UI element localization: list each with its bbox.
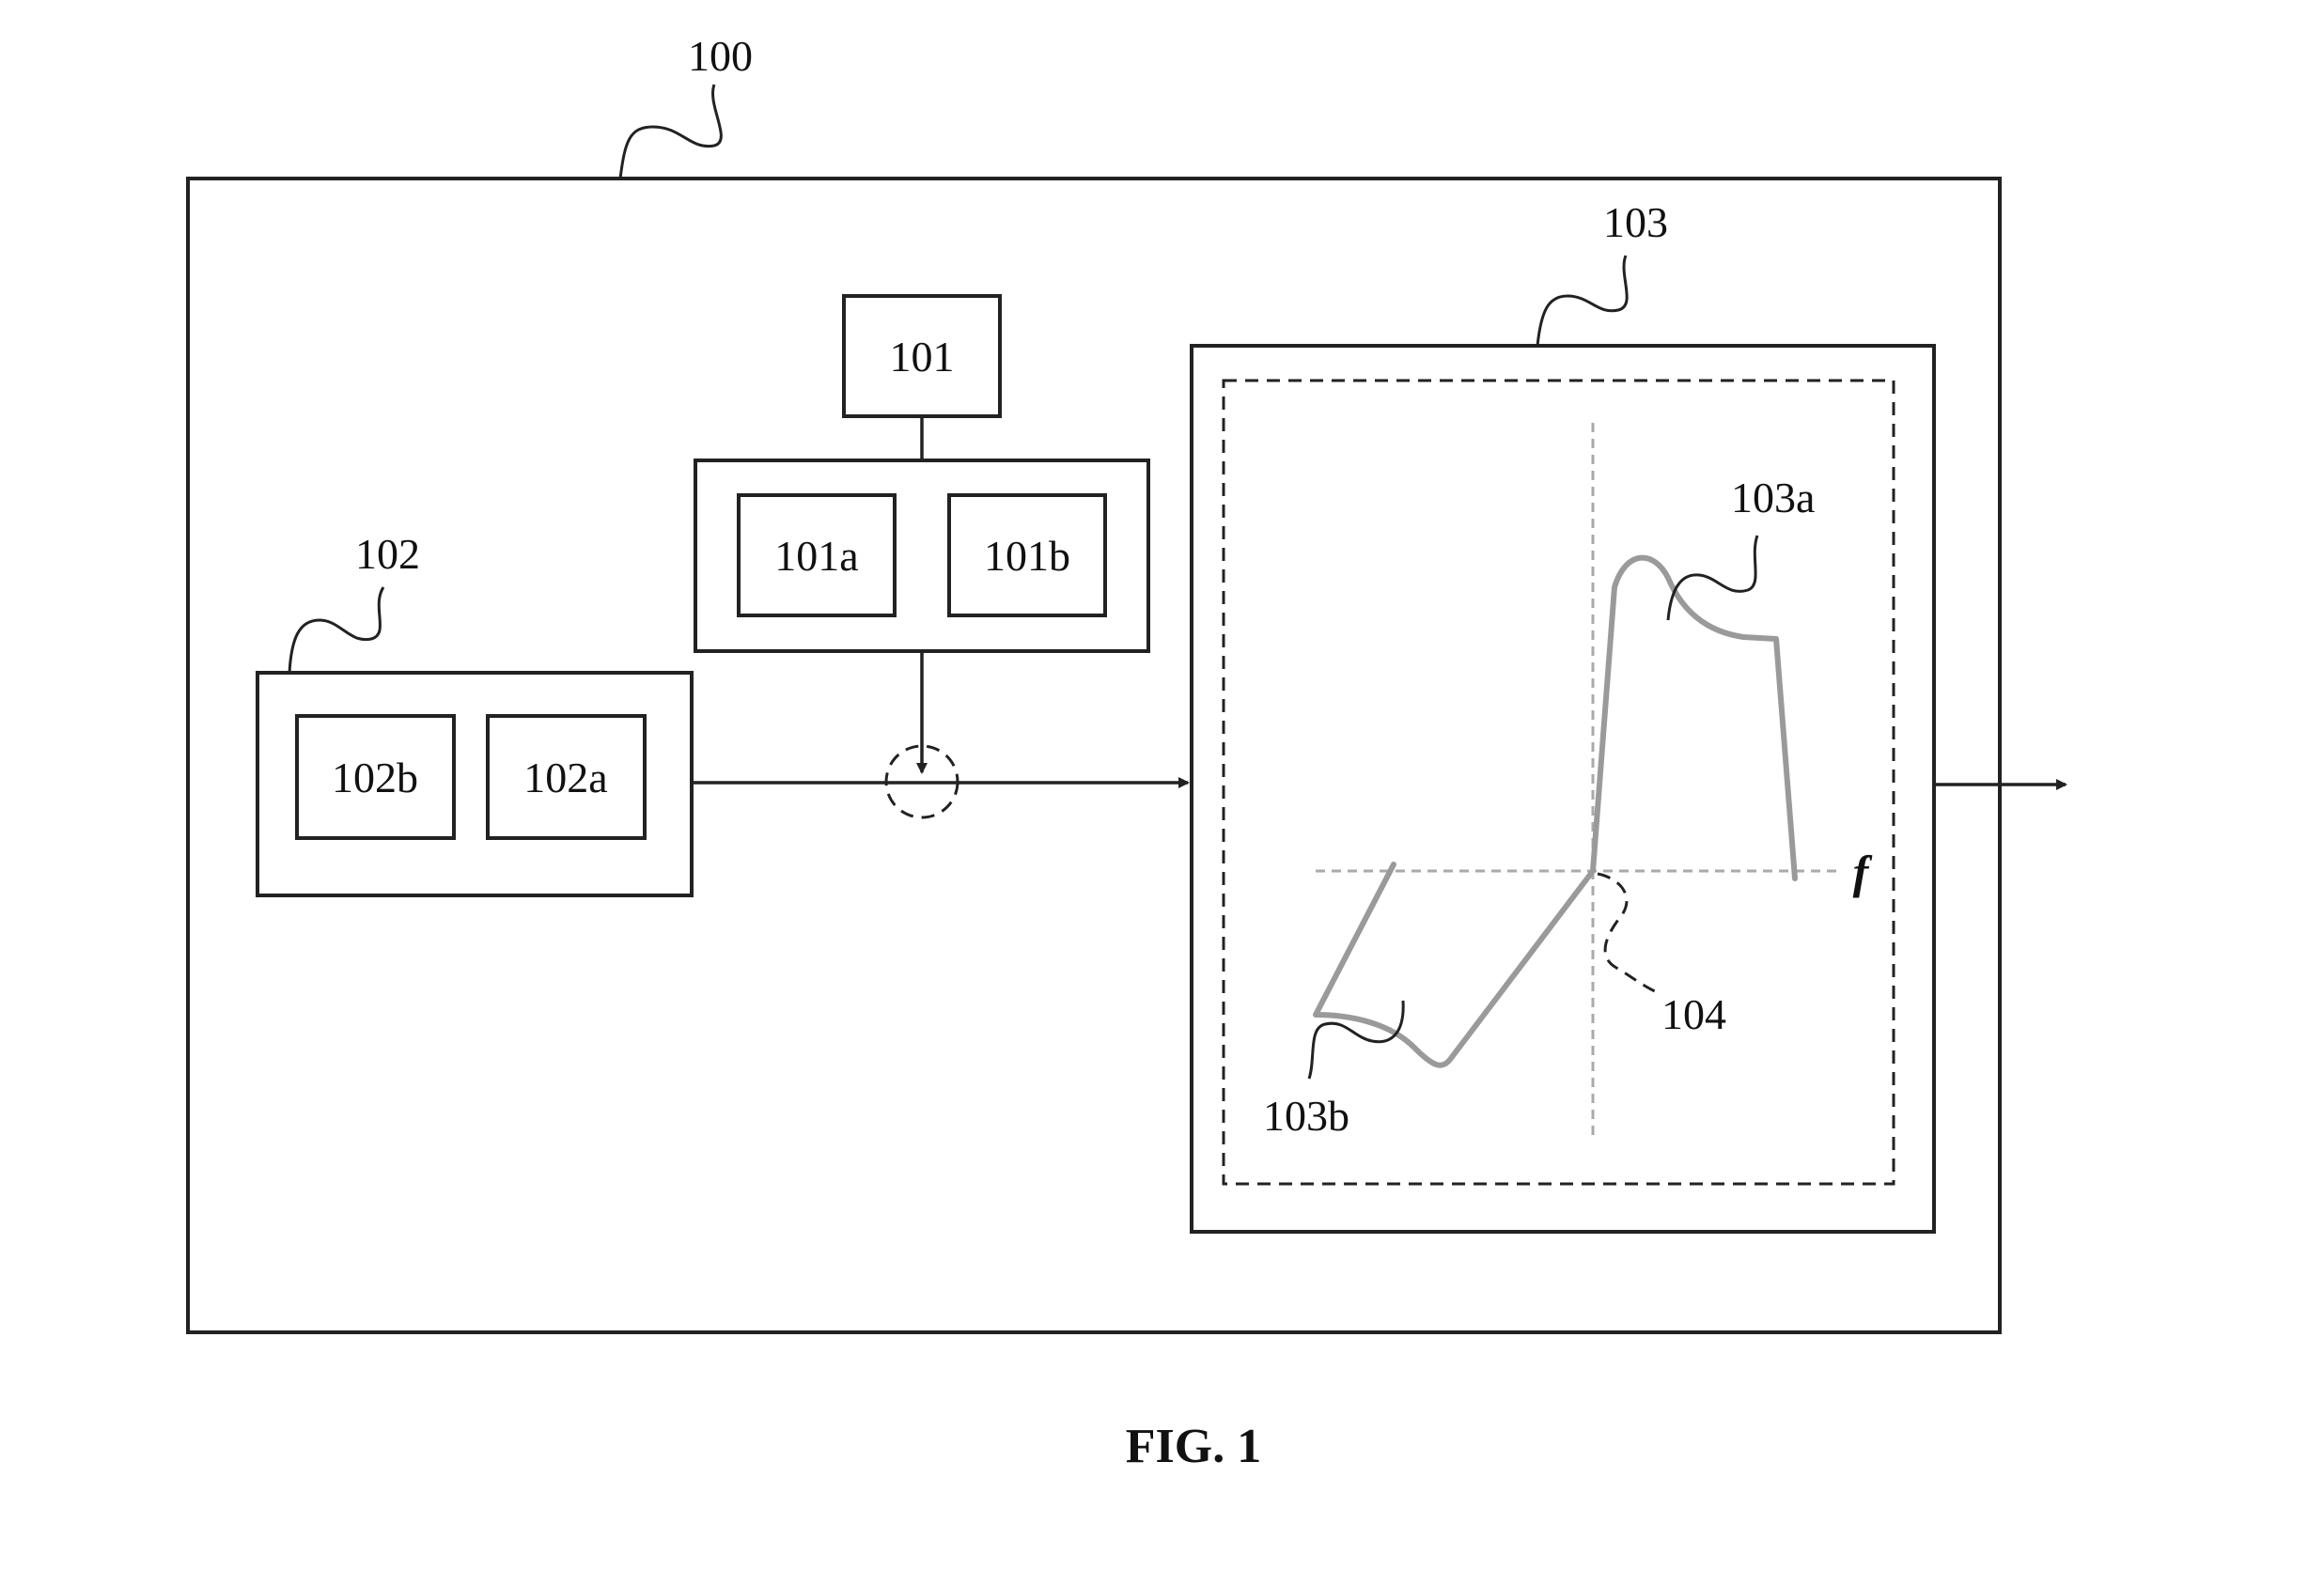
label-103: 103 <box>1603 198 1668 246</box>
sub-box-101b <box>947 493 1107 617</box>
leader-102 <box>288 586 385 674</box>
label-101: 101 <box>890 333 955 381</box>
label-100: 100 <box>688 32 753 80</box>
curve-103a <box>1590 554 1798 881</box>
label-101a: 101a <box>774 532 858 580</box>
label-102a: 102a <box>523 754 607 801</box>
leader-103a <box>1666 535 1759 621</box>
label-104: 104 <box>1661 990 1726 1038</box>
sub-box-102b <box>295 714 456 840</box>
unit-103-inner-dashed <box>1222 379 1895 1186</box>
figure-caption: FIG. 1 <box>1126 1420 1261 1473</box>
axis-label-f: f <box>1853 846 1873 898</box>
leader-103b <box>1307 1000 1405 1080</box>
system-box-100 <box>186 177 2002 1334</box>
label-103a: 103a <box>1731 474 1815 521</box>
curve-103b <box>1313 862 1596 1068</box>
leader-100 <box>618 84 723 179</box>
leader-103 <box>1536 255 1629 347</box>
label-103b: 103b <box>1263 1092 1349 1140</box>
label-102b: 102b <box>332 754 418 801</box>
unit-103-box <box>1190 344 1936 1234</box>
sub-box-101a <box>737 493 897 617</box>
unit-102-box <box>256 671 694 897</box>
leader-104 <box>1597 872 1662 996</box>
sub-box-102a <box>486 714 647 840</box>
label-101b: 101b <box>984 532 1070 580</box>
unit-101-sub-container <box>694 459 1150 653</box>
label-102: 102 <box>355 530 420 578</box>
